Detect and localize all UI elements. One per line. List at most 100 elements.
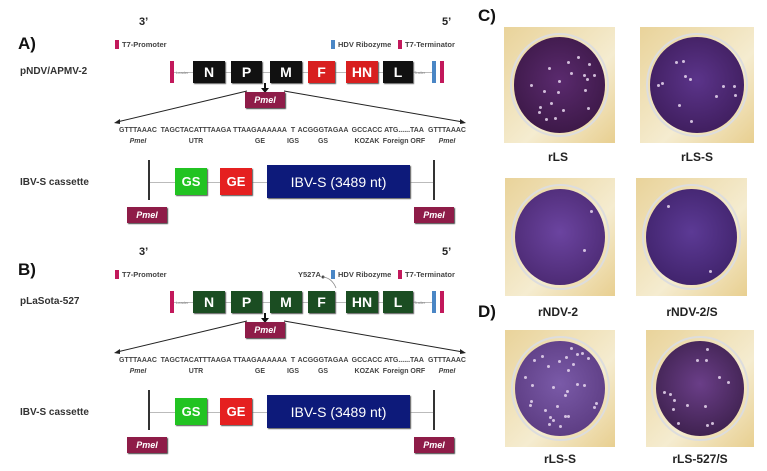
construct-name: pNDV/APMV-2 [20,66,88,77]
plaque [561,109,565,113]
five-prime-label: 5’ [442,246,452,258]
legend-t7-terminator: T7-Terminator [398,40,455,49]
gene-f: F [308,61,335,83]
gene-n: N [193,291,225,313]
plaque [529,399,533,403]
pmei-right: PmeI [414,437,454,453]
gene-hn: HN [346,61,378,83]
plaque [570,71,574,75]
t7-terminator-marker [440,61,444,83]
plaque [661,81,665,85]
gene-hn: HN [346,291,378,313]
panel-label: A) [18,34,36,53]
sequence-label: UTR [188,368,204,375]
plaque [677,103,681,107]
gene-m: M [270,291,302,313]
plaque [592,73,596,77]
legend-text: T7-Terminator [405,270,455,279]
t7-promoter-marker [170,61,174,83]
pmei-site: PmeI [245,92,285,108]
stained-monolayer [513,37,605,133]
plaque [533,359,537,363]
sequence-label: Foreign ORF [382,368,426,375]
t7-promoter-swatch [115,270,119,279]
dish-rim [509,32,610,138]
sequence-label: KOZAK [354,138,380,145]
plaque [547,364,551,368]
plaque [688,77,692,81]
legend-text: T7-Promoter [122,40,167,49]
legend-t7-promoter: T7-Promoter [115,40,167,49]
plaque [683,75,687,79]
legend-text: HDV Ribozyme [338,270,392,279]
sequence-text: GTTTAAAC [119,357,157,364]
plaque [569,347,573,351]
plaque [582,74,586,78]
plaque [727,380,731,384]
plaque [572,363,576,367]
plaque [671,407,675,411]
plaque [673,398,677,402]
sequence-text: GTTTAAAC [428,357,466,364]
trailer-label: Trailer [414,70,426,75]
plaque [734,93,738,97]
plaque [587,107,591,111]
plaque [589,210,593,214]
plate-label: rLS-527/S [672,452,728,466]
panel-d-label: D) [478,302,496,321]
plaque [581,352,585,356]
hdv-ribozyme-marker [432,291,436,313]
plaque [582,248,586,252]
plaque [528,404,532,408]
plaque [563,394,567,398]
sequence-text: ATG......TAA [384,357,424,364]
sequence-label: GE [254,368,266,375]
plaque [543,90,547,94]
leader-label: Leader [176,300,189,305]
pmei-right: PmeI [414,207,454,223]
sequence-element: TAGCTACATTTAAGA UTR [161,357,232,375]
dish-rim [641,183,742,291]
stained-monolayer [650,37,744,133]
sequence-element: TTAAGAAAAAA GE [233,357,287,375]
gene-l: L [383,291,413,313]
sequence-label: PmeI [438,138,456,145]
sequence-text: GCCACC [351,127,383,134]
plaque [548,415,552,419]
gs-box: GS [175,398,207,425]
plaque [523,375,527,379]
plate-label: rNDV-2/S [666,305,718,319]
plaque [669,392,673,396]
pmei-left: PmeI [127,437,167,453]
sequence-label: PmeI [129,138,147,145]
sequence-text: TAGCTACATTTAAGA [160,357,232,364]
plaque [558,359,562,363]
hdv-ribozyme-swatch [331,40,335,49]
legend-t7-terminator: T7-Terminator [398,270,455,279]
sequence-text: ACGGGTAGAA [297,127,349,134]
plaque-plate [646,330,754,447]
sequence-label: IGS [286,138,300,145]
gs-box: GS [175,168,207,195]
three-prime-label: 3’ [139,16,149,28]
plaque [541,354,545,358]
legend-text: HDV Ribozyme [338,40,392,49]
plaque [576,56,580,60]
ge-box: GE [220,398,252,425]
sequence-label: KOZAK [354,368,380,375]
plaque-plate [505,178,615,296]
plaque [703,404,707,408]
plaque [550,102,554,106]
plaque [547,422,551,426]
sequence-label: GS [317,368,329,375]
sequence-text: TTAAGAAAAAA [233,357,287,364]
plaque [539,105,543,109]
plaque [551,419,555,423]
plaque [565,356,568,360]
plaque [592,405,596,409]
ge-box: GE [220,168,252,195]
ibv-s-insert-box: IBV-S (3489 nt) [267,395,410,428]
cassette-left-boundary [148,160,150,200]
